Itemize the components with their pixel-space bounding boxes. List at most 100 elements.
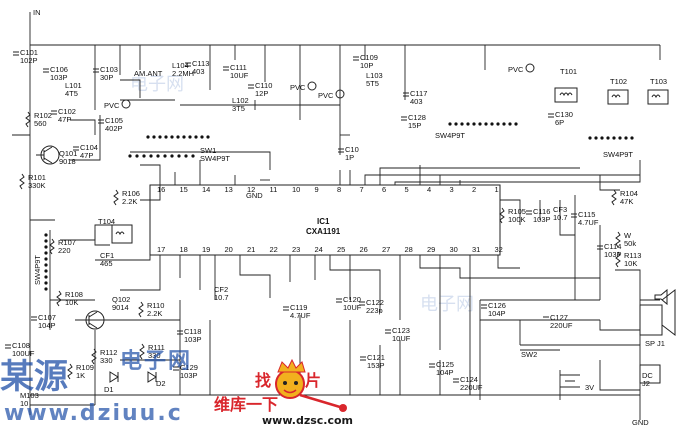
gnd-net-label: GND	[246, 191, 263, 200]
sw-mid-contact-2	[460, 122, 464, 126]
cap-ref-c111: C111	[230, 63, 247, 72]
res-ref-r105: R105	[508, 207, 526, 216]
sw-mid-contact-1	[454, 122, 458, 126]
res-val-r106: 2.2K	[122, 197, 137, 206]
ic-pin-top-12: 12	[247, 185, 255, 194]
cap-ref-c103: C103	[100, 65, 118, 74]
battery-label: 3V	[585, 383, 594, 392]
sw1-contact-top-8	[194, 135, 198, 139]
ic-pin-bottom-25: 25	[337, 245, 345, 254]
cap-val-c130: 6P	[555, 118, 564, 127]
sw1-contact-bottom-3	[149, 154, 153, 158]
res-val-r105: 100K	[508, 215, 526, 224]
capacitor-c129	[173, 366, 179, 371]
capacitor-c109	[353, 56, 359, 61]
cap-ref-c106: C106	[50, 65, 68, 74]
sw-left-contact-1	[44, 239, 48, 243]
jack-dc-label-1: DC	[642, 371, 653, 380]
sw1-contact-bottom-7	[177, 154, 181, 158]
ic-pin-top-7: 7	[360, 185, 364, 194]
transformer-t101	[554, 87, 578, 103]
sw-left-contact-9	[44, 287, 48, 291]
cap-ref-c122: C122	[366, 298, 384, 307]
ic-pin-top-4: 4	[427, 185, 431, 194]
sw-right-contact-0	[588, 136, 592, 140]
cap-val-c104: 47P	[80, 151, 93, 160]
capacitor-c10	[338, 148, 344, 153]
ic-ref-label: IC1	[317, 217, 330, 226]
am-ant-label: AM.ANT	[134, 69, 163, 78]
sw1-contact-bottom-1	[135, 154, 139, 158]
cap-val-c117: 403	[410, 97, 423, 106]
ic-pin-top-10: 10	[292, 185, 300, 194]
capacitor-c127	[543, 316, 549, 321]
cap-ref-c110: C110	[255, 81, 272, 90]
ic-part-label: CXA1191	[306, 227, 341, 236]
sw-right-contact-1	[594, 136, 598, 140]
cap-ref-c120: C120	[343, 295, 361, 304]
cap-ref-c10: C10	[345, 145, 359, 154]
cap-ref-c102: C102	[58, 107, 76, 116]
net-labels: IN GND GND AM.ANT	[33, 8, 649, 427]
capacitor-c121	[360, 356, 366, 361]
ind-val-l102: 3T5	[232, 104, 245, 113]
res-ref-r106: R106	[122, 189, 140, 198]
ic-pin-bottom-18: 18	[180, 245, 188, 254]
sw-mid-contact-6	[484, 122, 488, 126]
res-val-r110: 2.2K	[147, 309, 162, 318]
ic-pin-top-1: 1	[495, 185, 499, 194]
ic-pin-top-13: 13	[225, 185, 233, 194]
watermark-mid-text: 电子网	[120, 349, 192, 374]
cap-val-c107: 104P	[38, 321, 56, 330]
cap-val-c122: 223p	[366, 306, 383, 315]
sw-mid-contact-0	[448, 122, 452, 126]
sw-mid-contact-4	[472, 122, 476, 126]
cap-ref-c127: C127	[550, 313, 568, 322]
cap-ref-c124: C124	[460, 375, 478, 384]
watermark-big-text: 某源	[0, 357, 68, 397]
cap-val-c111: 10UF	[230, 71, 249, 80]
resistor-r110	[138, 301, 144, 318]
resistor-r111	[139, 343, 145, 360]
sw1-contact-top-10	[206, 135, 210, 139]
sw-mid-contact-5	[478, 122, 482, 126]
ic-pin-top-14: 14	[202, 185, 210, 194]
sw-mid-contact-10	[508, 122, 512, 126]
ic-pin-top-3: 3	[450, 185, 454, 194]
ind-ref-l103b: M103	[20, 391, 39, 400]
sw1-contact-bottom-8	[184, 154, 188, 158]
resistor-r102	[25, 111, 31, 128]
cap-val-c118: 103P	[184, 335, 202, 344]
capacitor-c114	[597, 245, 603, 250]
pvc-label-1: PVC	[104, 101, 120, 110]
cap-val-c119: 4.7UF	[290, 311, 311, 320]
filter-val-cf1: 465	[100, 259, 113, 268]
filter-val-cf2: 10.7	[214, 293, 229, 302]
cap-val-c128: 15P	[408, 121, 421, 130]
capacitor-c116	[526, 210, 532, 215]
sw-right-contact-3	[606, 136, 610, 140]
res-ref-r110: R110	[147, 301, 164, 310]
cap-val-c109: 10P	[360, 61, 373, 70]
sw1-contact-top-6	[182, 135, 186, 139]
capacitor-c118	[177, 330, 183, 335]
sw-left-contact-6	[44, 269, 48, 273]
diode-d2-label: D2	[156, 379, 166, 388]
ic-pin-top-11: 11	[270, 185, 278, 194]
capacitor-c107	[31, 316, 37, 321]
sw-left-contact-0	[44, 233, 48, 237]
pvc-cap-2	[307, 81, 317, 91]
cap-ref-c130: C130	[555, 110, 573, 119]
sw1-contact-bottom-0	[128, 154, 132, 158]
cap-val-c115: 4.7UF	[578, 218, 599, 227]
res-ref-r101: R101	[28, 173, 46, 182]
capacitor-c105	[98, 119, 104, 124]
capacitor-c117	[403, 92, 409, 97]
ic-pin-bottom-20: 20	[225, 245, 233, 254]
cap-ref-c116: C116	[533, 207, 550, 216]
watermark-overlay: 某源 电子网 www.dziuu.c 找 片 维库一下 www.dzsc.com	[0, 349, 353, 427]
sw1-contact-bottom-5	[163, 154, 167, 158]
